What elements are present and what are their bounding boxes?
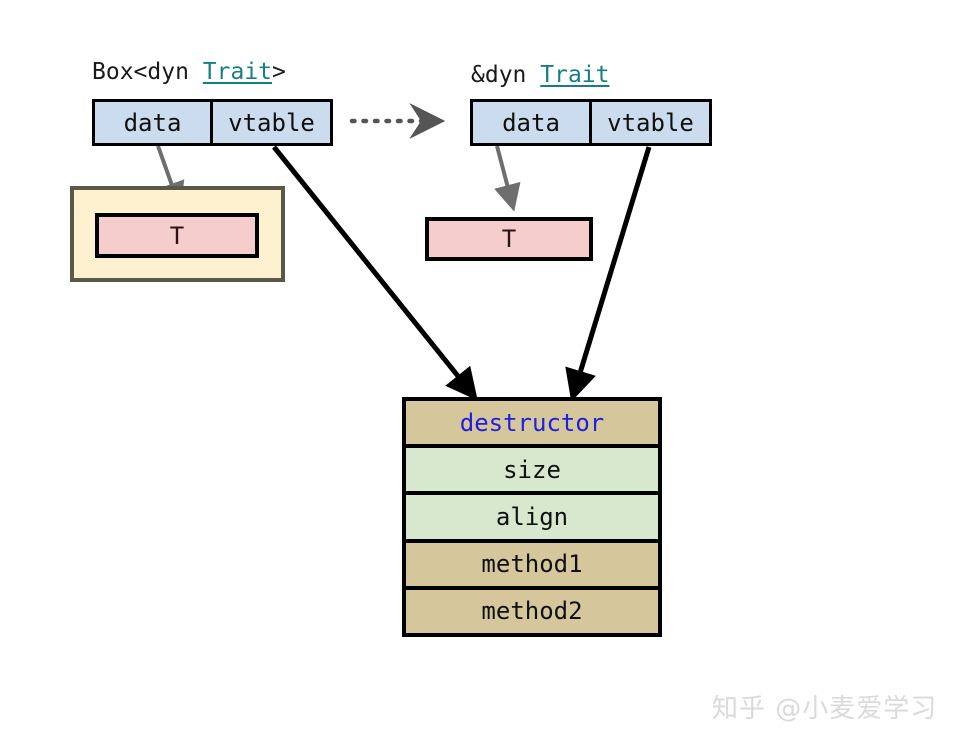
- vtable-row-method2[interactable]: method2: [406, 589, 658, 634]
- box-pointer-label: Box<dyn Trait>: [92, 59, 286, 85]
- box-pointer-cell-data[interactable]: data: [95, 102, 211, 143]
- stack-t-box: T: [425, 217, 593, 261]
- arrow-ref-data-to-t: [494, 145, 521, 212]
- box-fat-pointer: data vtable: [92, 99, 333, 146]
- box-label-trait-link[interactable]: Trait: [202, 59, 273, 85]
- ref-label-prefix: &dyn: [471, 62, 541, 88]
- vtable-row-method1[interactable]: method1: [406, 542, 658, 590]
- vtable-row-align[interactable]: align: [406, 495, 658, 543]
- ref-pointer-cell-vtable[interactable]: vtable: [589, 102, 709, 143]
- vtable-row-destructor[interactable]: destructor: [406, 401, 658, 449]
- ref-pointer-cell-data[interactable]: data: [473, 102, 590, 143]
- ref-label-trait-link[interactable]: Trait: [540, 62, 610, 88]
- arrow-box-vtable-to-vtable: [272, 145, 478, 401]
- ref-pointer-label: &dyn Trait: [471, 62, 610, 88]
- heap-t-box: T: [95, 213, 259, 258]
- arrow-ref-vtable-to-vtable: [565, 146, 652, 402]
- vtable-box: destructor size align method1 method2: [402, 397, 662, 637]
- ref-fat-pointer: data vtable: [470, 99, 712, 146]
- vtable-row-size[interactable]: size: [406, 448, 658, 496]
- box-label-prefix: Box<dyn: [92, 59, 203, 85]
- watermark: 知乎 @小麦爱学习: [712, 694, 938, 724]
- box-pointer-cell-vtable[interactable]: vtable: [210, 102, 330, 143]
- box-label-suffix: >: [272, 59, 286, 85]
